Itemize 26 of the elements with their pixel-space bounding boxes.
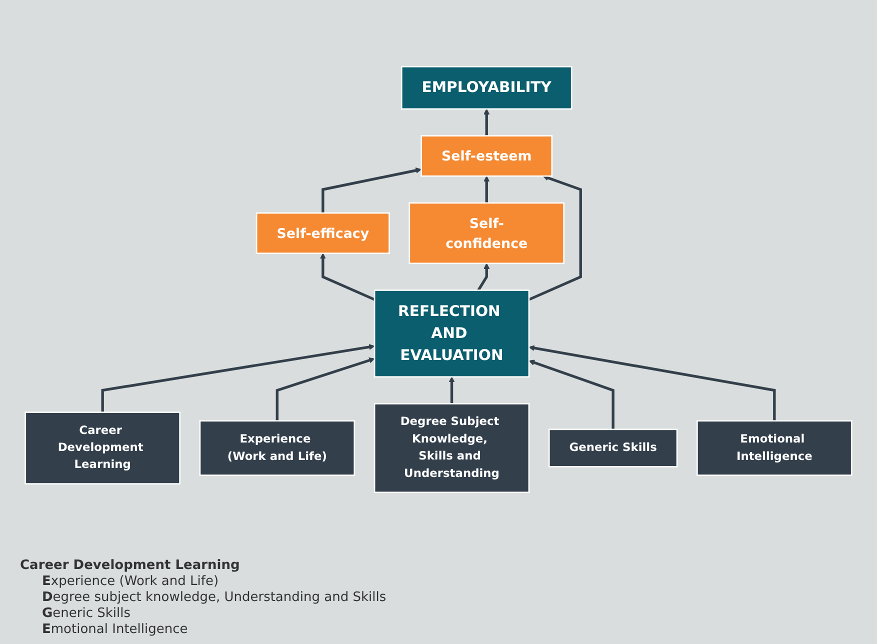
arrow [484, 108, 490, 136]
arrow [101, 344, 375, 412]
arrow [528, 345, 776, 421]
arrow [528, 360, 614, 430]
node-box: Generic Skills [548, 428, 678, 468]
node-box: Self-confidence [408, 202, 565, 264]
arrow [276, 358, 375, 421]
arrow [320, 253, 376, 301]
legend-line: Degree subject knowledge, Understanding and Skills [42, 590, 388, 605]
legend-line: Emotional Intelligence [42, 622, 189, 637]
arrow [448, 376, 455, 404]
arrow [528, 175, 582, 301]
arrow [484, 176, 490, 203]
node-box: Emotional Intelligence [696, 420, 852, 476]
node-box: Experience (Work and Life) [199, 420, 356, 476]
legend-heading: Career Development Learning [20, 558, 241, 573]
arrow [477, 263, 490, 291]
node-box: EMPLOYABILITY [400, 66, 572, 110]
node-box: Self-esteem [420, 135, 553, 177]
node-box: REFLECTION AND EVALUATION [374, 290, 530, 378]
arrow [322, 168, 422, 214]
node-box: Self-efficacy [256, 212, 390, 254]
legend-line: Experience (Work and Life) [42, 574, 220, 589]
legend-line: Generic Skills [42, 606, 132, 621]
node-box: Degree Subject Knowledge, Skills and Understanding [374, 403, 530, 494]
node-box: Career Development Learning [24, 412, 180, 484]
